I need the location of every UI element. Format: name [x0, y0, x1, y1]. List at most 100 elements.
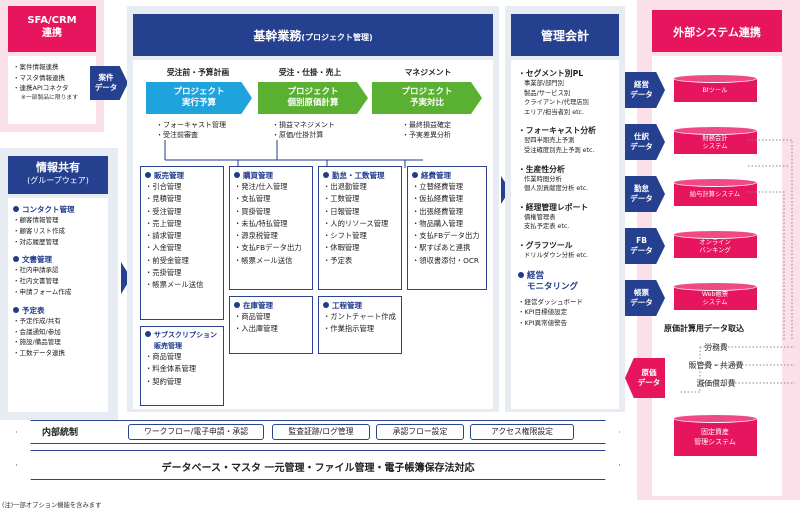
groupware-section-title: 予定表	[13, 305, 103, 316]
groupware-header: 情報共有 (グループウェア)	[8, 156, 108, 194]
cost-items-connector	[680, 346, 795, 393]
module-sales: 販売管理 引合管理見積管理受注管理売上管理請求管理入金管理前受金管理売掛管理帳票…	[140, 166, 224, 320]
sfa-item-list: ・案件情報連携・マスタ情報連携・連携APIコネクタ	[13, 62, 91, 94]
cylinder-top	[673, 178, 757, 187]
cylinder-top	[673, 126, 757, 135]
phase-note: ・フォーキャスト管理	[156, 121, 226, 129]
bullet-icon	[13, 206, 19, 212]
external-system-line1: 財務会計	[702, 135, 728, 142]
module-process: 工程管理 ガントチャート作成作業指示管理	[318, 296, 402, 354]
module-item: 帳票メール送信	[234, 255, 308, 267]
module-attendance-items: 出退勤管理工数管理日報管理人的リソース管理シフト管理休暇管理予定表	[323, 181, 397, 267]
core-connector-lines	[164, 140, 423, 168]
cylinder-top	[673, 282, 757, 291]
module-item: 未払/特払管理	[234, 218, 308, 230]
accounting-section-title: ・経理管理レポート	[518, 202, 589, 212]
module-item: 日報管理	[323, 206, 397, 218]
accounting-line: 翌四半期売上予測	[524, 137, 575, 145]
external-header: 外部システム連携	[652, 10, 782, 52]
external-tag-line1: FB	[636, 236, 647, 245]
cost-tag-line2: データ	[637, 378, 661, 387]
phase1-button[interactable]: プロジェクト 実行予算	[146, 82, 252, 114]
phase-note: ・受注前審査	[156, 131, 198, 139]
module-item: 買掛管理	[234, 206, 308, 218]
groupware-item: ・顧客情報管理	[13, 216, 59, 224]
module-inventory: 在庫管理 商品管理入出庫管理	[229, 296, 313, 354]
module-item: 工数管理	[323, 193, 397, 205]
fixed-asset-line1: 固定資産	[701, 428, 729, 436]
groupware-item: ・顧客リスト作成	[13, 226, 65, 235]
monitoring-item: ・経営ダッシュボード	[518, 297, 583, 306]
module-item: 作業指示管理	[323, 323, 397, 335]
external-system-cylinder: BIツール	[673, 74, 757, 106]
phase-note: ・予実差異分析	[402, 131, 451, 139]
module-item: 立替経費管理	[412, 181, 482, 193]
phase-note: ・損益マネジメント	[272, 121, 335, 129]
external-system-label: BIツール	[673, 87, 757, 95]
external-tag-arrow: 帳票データ	[625, 280, 665, 316]
external-system-cylinder: オンラインバンキング	[673, 230, 757, 262]
module-sales-items: 引合管理見積管理受注管理売上管理請求管理入金管理前受金管理売掛管理帳票メール送信	[145, 181, 219, 292]
module-item: 人的リソース管理	[323, 218, 397, 230]
module-process-items: ガントチャート作成作業指示管理	[323, 311, 397, 336]
external-tag-line2: データ	[630, 194, 653, 203]
module-purchase-title: 購買管理	[234, 170, 308, 181]
external-tag-arrow: 経営データ	[625, 72, 665, 108]
module-item: 物品購入管理	[412, 218, 482, 230]
sfa-title-line2: 連携	[42, 28, 62, 39]
sfa-data-arrow: 案件 データ	[90, 66, 128, 100]
phase2-button-line2: 個別原価計算	[287, 98, 339, 108]
phase3-button-line2: 予実対比	[409, 98, 444, 108]
phase1-notes: ・フォーキャスト管理・受注前審査	[156, 120, 226, 140]
external-system-line2: システム	[702, 143, 728, 150]
module-item: 出張経費管理	[412, 206, 482, 218]
phase2-button-line1: プロジェクト	[287, 87, 339, 97]
module-item: 売上管理	[145, 218, 219, 230]
external-system-label: オンラインバンキング	[673, 239, 757, 255]
module-item: 商品管理	[145, 351, 219, 363]
accounting-line: 作業時間分析	[524, 175, 562, 183]
groupware-item: ・工数データ連携	[13, 349, 65, 358]
accounting-section-title: ・生産性分析	[518, 164, 565, 174]
groupware-item: ・予定作成/共有	[13, 316, 61, 325]
groupware-section-title: コンタクト管理	[13, 204, 103, 215]
internal-control-item: アクセス権限設定	[470, 424, 574, 440]
module-item: 商品管理	[234, 311, 308, 323]
external-system-label: Web帳票システム	[673, 291, 757, 307]
phase-note: ・原価/仕掛計算	[272, 131, 324, 139]
phase2-notes: ・損益マネジメント・原価/仕掛計算	[272, 120, 335, 140]
database-bar: データベース・マスタ 一元管理・ファイル管理・電子帳簿保存法対応	[16, 450, 620, 480]
sfa-item: ・マスタ情報連携	[13, 73, 65, 82]
module-purchase-items: 発注/仕入管理支払管理買掛管理未払/特払管理源泉税管理支払FBデータ出力帳票メー…	[234, 181, 308, 267]
cost-title: 原価計算用データ取込	[664, 324, 744, 333]
module-item: 入出庫管理	[234, 323, 308, 335]
external-system-label: 財務会計システム	[673, 135, 757, 151]
accounting-line: 受注確度別売上予測 etc.	[524, 146, 595, 154]
core-title-sub: (プロジェクト管理)	[301, 33, 373, 42]
monitoring-item: ・KPI目標値設定	[518, 308, 568, 317]
external-system-cylinder: Web帳票システム	[673, 282, 757, 314]
module-item: 請求管理	[145, 230, 219, 242]
phase3-notes: ・最終損益確定・予実差異分析	[402, 120, 451, 140]
module-item: 料金体系管理	[145, 363, 219, 375]
accounting-line: エリア/担当者別 etc.	[524, 108, 585, 116]
phase1-button-line1: プロジェクト	[173, 87, 225, 97]
accounting-section-title: ・セグメント別PL	[518, 69, 584, 78]
module-item: 前受金管理	[145, 255, 219, 267]
external-tag-line2: データ	[630, 246, 653, 255]
external-system-line2: システム	[702, 299, 728, 306]
cylinder-top	[673, 230, 757, 239]
external-tag-line1: 経営	[634, 80, 649, 89]
phase3-button[interactable]: プロジェクト 予実対比	[372, 82, 482, 114]
module-item: 休暇管理	[323, 242, 397, 254]
bullet-icon	[13, 306, 19, 313]
accounting-line: クライアント/代理店別	[524, 99, 589, 107]
phase2-button[interactable]: プロジェクト 個別原価計算	[258, 82, 368, 114]
module-item: 入金管理	[145, 242, 219, 254]
accounting-line: 個人別貢献度分析 etc.	[524, 185, 589, 193]
phase3-button-line1: プロジェクト	[401, 87, 453, 97]
sfa-arrow-label-line2: データ	[94, 83, 118, 92]
groupware-arrow-icon	[121, 262, 131, 294]
module-attendance-title: 勤怠・工数管理	[323, 170, 397, 181]
